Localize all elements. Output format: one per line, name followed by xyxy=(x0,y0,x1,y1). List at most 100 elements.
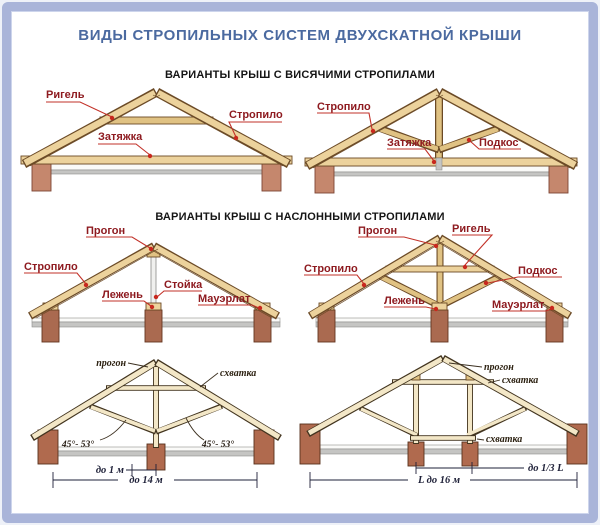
label-skhvatka-bottom: схватка xyxy=(486,434,522,445)
label-lezhen: Лежень xyxy=(102,289,143,301)
leader-line xyxy=(127,362,149,368)
truss-layered-struts-diagram: Прогон Ригель Стропило Подкос Лежень Мау… xyxy=(304,223,573,343)
truss-dimensioned-single-diagram: прогон схватка 45°- 53° 45°- 53° до 1 м … xyxy=(30,358,282,488)
label-skhvatka: схватка xyxy=(220,368,256,379)
truss-structure xyxy=(299,354,588,467)
collar-beam xyxy=(385,265,495,273)
label-podkos: Подкос xyxy=(518,265,558,277)
brick-pier xyxy=(314,165,335,194)
labels: Стропило Затяжка Подкос xyxy=(317,101,521,165)
dimensions: до 1/3 L L до 16 м xyxy=(309,462,578,488)
dimensions: до 1 м до 14 м xyxy=(52,464,258,488)
leader-line xyxy=(228,121,282,138)
brick-pedestal xyxy=(461,441,479,467)
leader-line xyxy=(492,308,552,312)
labels: Прогон Ригель Стропило Подкос Лежень Мау… xyxy=(304,223,562,312)
truss-dimensioned-double-diagram: прогон схватка схватка до 1/3 L L до 16 … xyxy=(299,354,588,488)
brick-pier xyxy=(317,309,336,343)
leader-line xyxy=(86,236,151,249)
lezhen-block xyxy=(431,302,448,311)
label-rigel: Ригель xyxy=(452,223,491,235)
tie-beam xyxy=(20,155,293,165)
arrow-marker xyxy=(466,137,472,143)
leader-line xyxy=(46,101,113,118)
arrow-marker xyxy=(549,305,555,311)
angle-arc xyxy=(99,419,127,441)
leader-line xyxy=(304,274,365,285)
label-progon: Прогон xyxy=(86,225,125,237)
label-stoyka: Стойка xyxy=(164,279,203,291)
truss-structure xyxy=(307,234,573,343)
label-mauerlat: Мауэрлат xyxy=(198,293,251,305)
labels: прогон схватка 45°- 53° 45°- 53° xyxy=(61,358,256,450)
angle-arc xyxy=(185,417,205,441)
brick-pier xyxy=(430,309,449,343)
leader-line xyxy=(317,112,373,130)
arrow-marker xyxy=(147,153,153,159)
section-heading-hanging: ВАРИАНТЫ КРЫШ С ВИСЯЧИМИ СТРОПИЛАМИ xyxy=(164,69,436,81)
label-progon: Прогон xyxy=(358,225,397,237)
leader-line xyxy=(448,362,483,368)
arrow-marker xyxy=(433,306,439,312)
arrow-marker xyxy=(148,246,154,252)
leader-line xyxy=(452,234,494,266)
dim-span: L до 16 м xyxy=(417,475,460,486)
brick-pier xyxy=(261,163,282,192)
arrow-marker xyxy=(149,304,155,310)
label-skhvatka-top: схватка xyxy=(502,375,538,386)
brick-pier xyxy=(144,309,163,343)
arrow-marker xyxy=(433,243,439,249)
label-stropilo: Стропило xyxy=(304,263,358,275)
dim-third: до 1/3 L xyxy=(528,463,564,474)
labels: Прогон Стропило Лежень Стойка Мауэрлат xyxy=(24,225,263,311)
leader-line xyxy=(198,304,260,309)
leader-line xyxy=(476,438,485,441)
arrow-marker xyxy=(233,135,239,141)
dim-1m: до 1 м xyxy=(96,465,124,476)
label-stropilo: Стропило xyxy=(229,109,283,121)
leader-line xyxy=(384,306,436,310)
arrow-marker xyxy=(431,159,437,165)
section-heading-layered: ВАРИАНТЫ КРЫШ С НАСЛОННЫМИ СТРОПИЛАМИ xyxy=(155,211,445,223)
arrow-marker xyxy=(361,282,367,288)
truss-structure xyxy=(30,359,282,471)
label-lezhen: Лежень xyxy=(384,295,425,307)
leader-line xyxy=(358,236,436,246)
metal-tie xyxy=(435,157,443,171)
label-angle-right: 45°- 53° xyxy=(201,439,234,450)
label-angle-left: 45°- 53° xyxy=(61,439,94,450)
leader-line xyxy=(24,272,87,285)
arrow-marker xyxy=(109,115,115,121)
arrow-marker xyxy=(370,128,376,134)
label-mauerlat: Мауэрлат xyxy=(492,299,545,311)
label-stropilo: Стропило xyxy=(317,101,371,113)
dim-span: до 14 м xyxy=(129,475,162,486)
labels: прогон схватка схватка xyxy=(448,362,538,445)
truss-hanging-struts-diagram: Стропило Затяжка Подкос xyxy=(304,88,579,194)
truss-structure xyxy=(20,88,293,192)
page-title: ВИДЫ СТРОПИЛЬНЫХ СИСТЕМ ДВУХСКАТНОЙ КРЫШ… xyxy=(78,27,522,44)
truss-hanging-simple-diagram: Ригель Затяжка Стропило xyxy=(20,88,293,192)
label-rigel: Ригель xyxy=(46,89,85,101)
arrow-marker xyxy=(462,264,468,270)
leader-line xyxy=(98,143,151,156)
brick-pier xyxy=(548,165,569,194)
truss-layered-simple-diagram: Прогон Стропило Лежень Стойка Мауэрлат xyxy=(24,225,281,343)
label-progon: прогон xyxy=(484,362,514,373)
arrow-marker xyxy=(83,282,89,288)
label-zatyazhka: Затяжка xyxy=(387,137,432,149)
label-stropilo: Стропило xyxy=(24,261,78,273)
labels: Ригель Затяжка Стропило xyxy=(46,89,283,159)
arrow-marker xyxy=(153,294,159,300)
brick-pier xyxy=(41,309,60,343)
arrow-marker xyxy=(483,280,489,286)
leader-line xyxy=(487,276,562,284)
brick-pier xyxy=(31,163,52,192)
leader-line xyxy=(469,140,521,150)
leader-line xyxy=(102,300,152,307)
label-progon: прогон xyxy=(96,358,126,369)
arrow-marker xyxy=(257,305,263,311)
leader-line xyxy=(199,372,219,388)
label-podkos: Подкос xyxy=(479,137,519,149)
